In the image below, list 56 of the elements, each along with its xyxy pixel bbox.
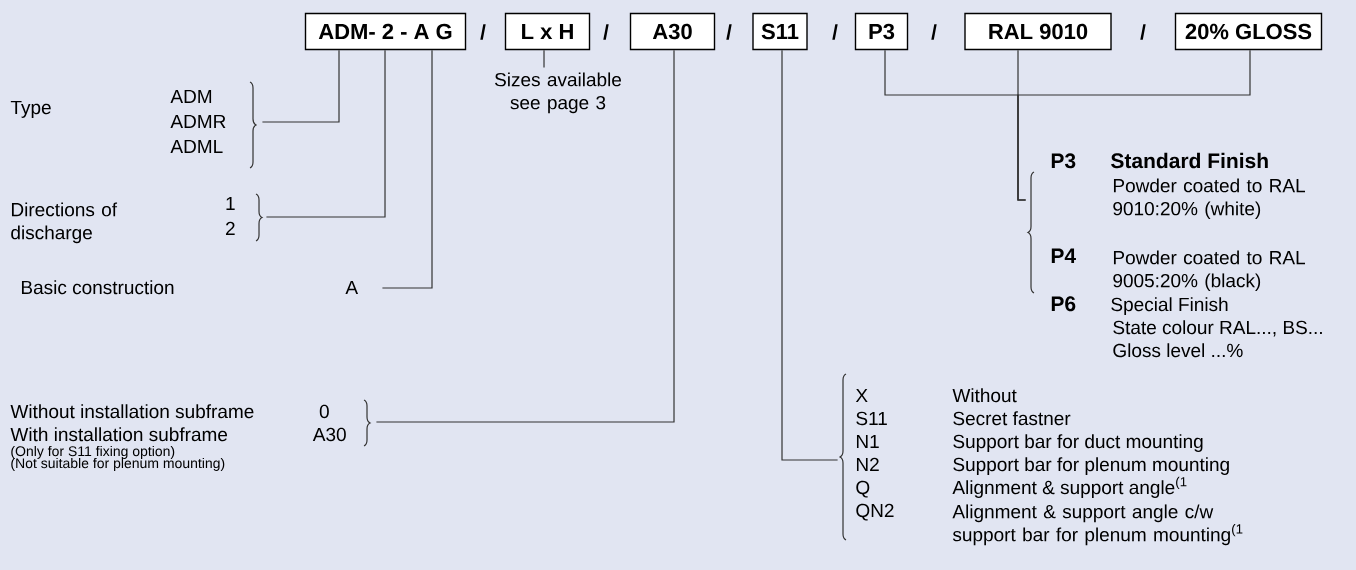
connector-line	[1017, 49, 1251, 201]
option-code: N2	[856, 457, 879, 471]
group-label: Basic construction	[22, 280, 174, 295]
option-code: A30	[312, 427, 346, 442]
option-text: Secret fastner	[953, 411, 1071, 426]
note-text: Sizes available see page 3	[495, 72, 622, 114]
option-code: ADM	[170, 89, 212, 103]
option-code: 1	[226, 196, 235, 210]
footnote-text: (Only for S11 fixing option)	[11, 445, 175, 459]
code-box: RAL 9010	[964, 12, 1112, 51]
connector-line	[261, 49, 340, 123]
connector-line	[381, 49, 433, 289]
option-code: P6	[1051, 296, 1076, 312]
connector-line	[375, 49, 675, 423]
option-text: Alignment & support angle$^{(1}$	[952, 476, 1187, 498]
option-heading: Standard Finish	[1111, 152, 1268, 169]
option-text: Gloss level ...%	[1113, 343, 1243, 358]
option-code: ADMR	[170, 114, 226, 128]
option-code: P4	[1051, 248, 1076, 263]
option-code: ADML	[170, 139, 223, 153]
separator-slash: /	[832, 24, 838, 40]
option-code: S11	[856, 411, 887, 426]
option-text: Without	[952, 388, 1017, 403]
code-box: P3	[854, 12, 909, 51]
connector-line	[543, 49, 545, 69]
connector-line	[781, 49, 839, 461]
group-label: Type	[10, 100, 51, 118]
option-text: Powder coated to RAL 9010:20% (white)	[1113, 178, 1305, 220]
option-code: P3	[1051, 153, 1076, 169]
code-box: 20% GLOSS	[1174, 12, 1323, 51]
option-code: 0	[319, 404, 329, 419]
option-heading: Special Finish	[1111, 297, 1228, 315]
option-code: QN2	[856, 503, 894, 521]
option-code: A	[345, 280, 359, 294]
option-text: Powder coated to RAL 9005:20% (black)	[1113, 250, 1305, 292]
separator-slash: /	[603, 24, 609, 40]
code-box: A30	[629, 12, 716, 51]
separator-slash: /	[726, 24, 732, 40]
option-code: 2	[226, 221, 235, 235]
connector-line	[265, 49, 386, 218]
option-text: With installation subframe	[10, 427, 228, 442]
option-text: Support bar for duct mounting	[953, 434, 1203, 452]
code-box: L x H	[504, 12, 591, 51]
code-box: S11	[752, 12, 808, 51]
option-text: State colour RAL..., BS...	[1113, 320, 1322, 337]
option-text: Alignment & support angle c/w support bar for plenum mounting$^{(1}$	[952, 504, 1243, 546]
option-code: X	[855, 388, 868, 402]
separator-slash: /	[480, 24, 486, 40]
option-text: Without installation subframe	[10, 404, 254, 419]
option-code: N1	[856, 434, 879, 448]
separator-slash: /	[931, 24, 937, 40]
separator-slash: /	[1140, 24, 1146, 40]
code-box: ADM- 2 - A G	[304, 12, 467, 51]
option-code: Q	[856, 480, 870, 498]
group-label: Directions of discharge	[11, 202, 118, 244]
option-text: Support bar for plenum mounting	[953, 457, 1229, 475]
